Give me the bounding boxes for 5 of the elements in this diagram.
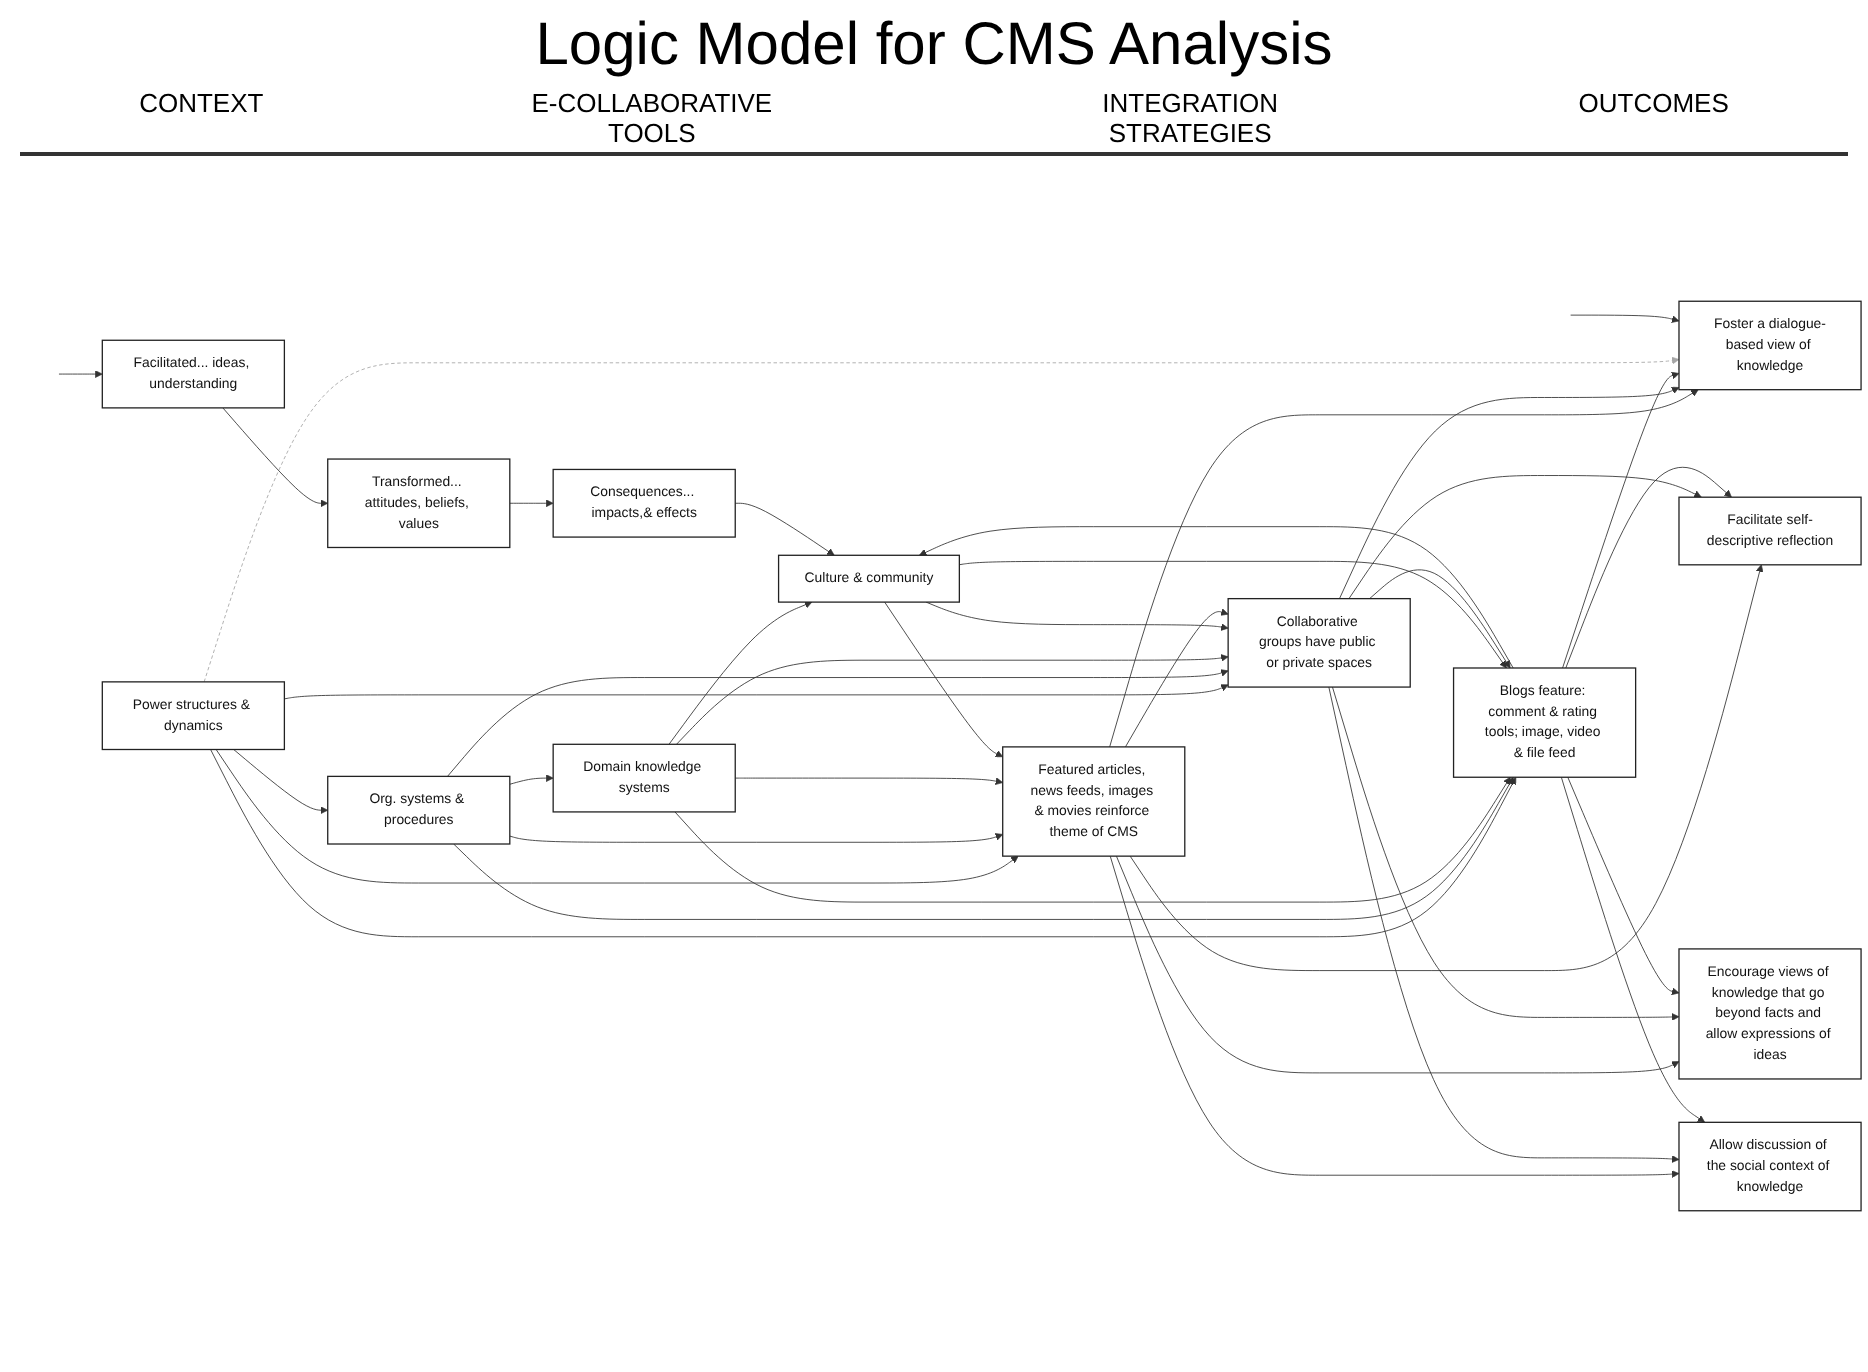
column-heading: OUTCOMES (1578, 88, 1729, 122)
column-heading: E-COLLABORATIVE TOOLS (529, 88, 775, 148)
column-heading: CONTEXT (139, 88, 264, 122)
diagram-title: Logic Model for CMS Analysis (533, 12, 1335, 80)
column-heading: INTEGRATION STRATEGIES (1100, 88, 1281, 148)
